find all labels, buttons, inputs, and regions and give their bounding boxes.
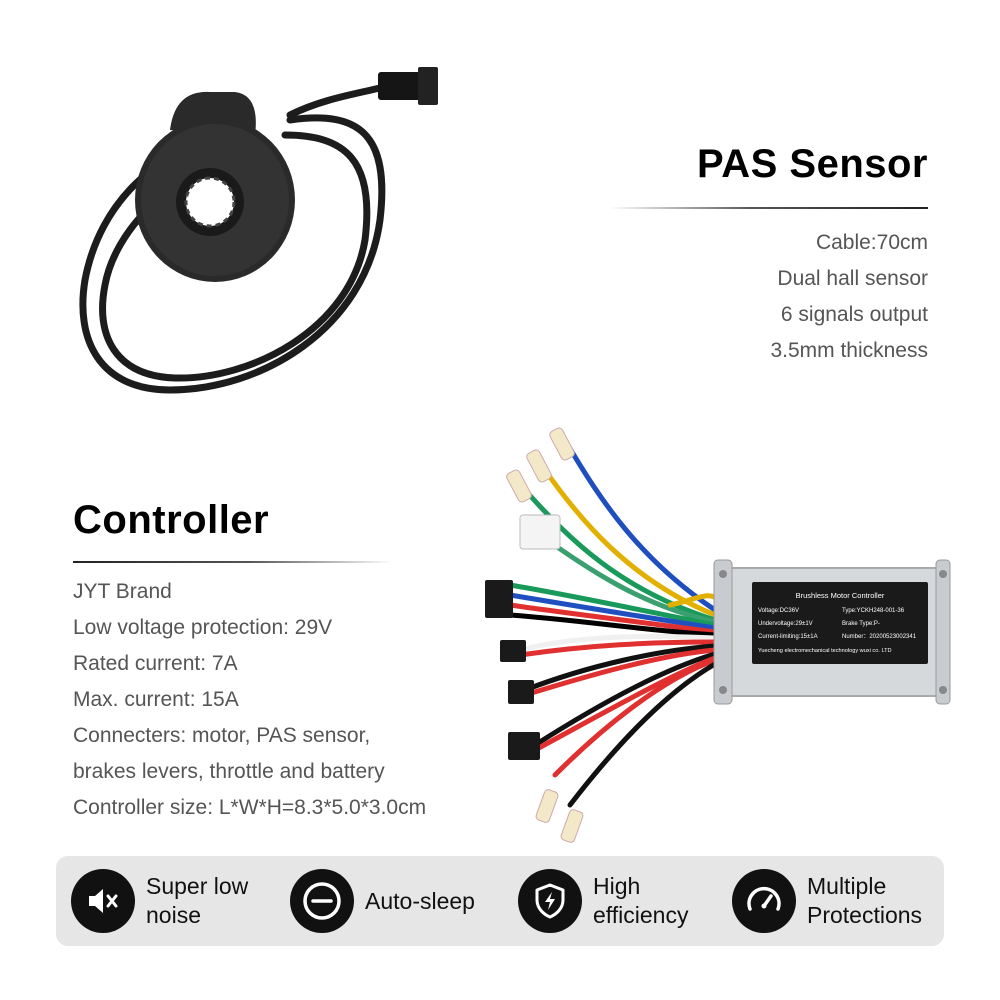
controller-photo: Brushless Motor Controller Voltage:DC36V… <box>485 427 951 843</box>
pas-sensor-specs: Cable:70cm Dual hall sensor 6 signals ou… <box>770 225 928 369</box>
pas-sensor-title: PAS Sensor <box>697 142 928 186</box>
feature-label-line2: noise <box>146 902 201 928</box>
controller-title: Controller <box>73 498 270 542</box>
label-type: Type:YCKH248-001-36 <box>842 608 905 614</box>
label-undervoltage: Undervoltage:29±1V <box>758 621 813 627</box>
label-brake: Brake Type:P- <box>842 621 880 627</box>
feature-label-line1: Auto-sleep <box>365 887 475 914</box>
pas-sensor-photo <box>79 67 438 394</box>
pas-spec-item: Cable:70cm <box>815 231 928 254</box>
feature-label-line1: High <box>593 873 641 899</box>
feature-multiple-protections: Multiple Protections <box>732 856 922 946</box>
controller-spec-item: Controller size: L*W*H=8.3*5.0*3.0cm <box>73 796 427 819</box>
controller-divider <box>73 561 393 563</box>
feature-high-efficiency: High efficiency <box>518 856 688 946</box>
controller-spec-item: JYT Brand <box>73 580 172 603</box>
feature-label-line1: Super low <box>146 873 249 899</box>
feature-label-line1: Multiple <box>807 873 887 899</box>
controller-label-plate <box>752 582 928 664</box>
controller-specs: JYT Brand Low voltage protection: 29V Ra… <box>73 574 426 826</box>
minus-circle-icon <box>290 869 354 933</box>
controller-spec-item: Max. current: 15A <box>73 688 239 711</box>
feature-auto-sleep: Auto-sleep <box>290 856 475 946</box>
speaker-mute-icon <box>71 869 135 933</box>
label-voltage: Voltage:DC36V <box>758 608 799 614</box>
feature-label-line2: Protections <box>807 902 923 928</box>
label-heading: Brushless Motor Controller <box>796 591 885 600</box>
controller-spec-item: Connecters: motor, PAS sensor, <box>73 724 371 747</box>
speedometer-icon <box>732 869 796 933</box>
shield-bolt-icon <box>518 869 582 933</box>
feature-bar: Super low noise Auto-sleep High efficien… <box>56 856 944 946</box>
pas-spec-item: 3.5mm thickness <box>770 339 928 362</box>
pas-connector <box>378 72 428 100</box>
controller-spec-item: Rated current: 7A <box>73 652 238 675</box>
controller-spec-item: Low voltage protection: 29V <box>73 616 333 639</box>
feature-label-line2: efficiency <box>593 902 689 928</box>
label-number: Number：20200523002341 <box>842 634 917 640</box>
pas-spec-item: 6 signals output <box>780 303 928 326</box>
label-current: Current-limiting:15±1A <box>758 634 818 640</box>
controller-spec-item: brakes levers, throttle and battery <box>73 760 385 783</box>
pas-spec-item: Dual hall sensor <box>777 267 928 290</box>
pas-sensor-divider <box>610 207 928 209</box>
label-maker: Yuecheng electromechanical technology wu… <box>758 648 892 654</box>
feature-super-low-noise: Super low noise <box>71 856 248 946</box>
